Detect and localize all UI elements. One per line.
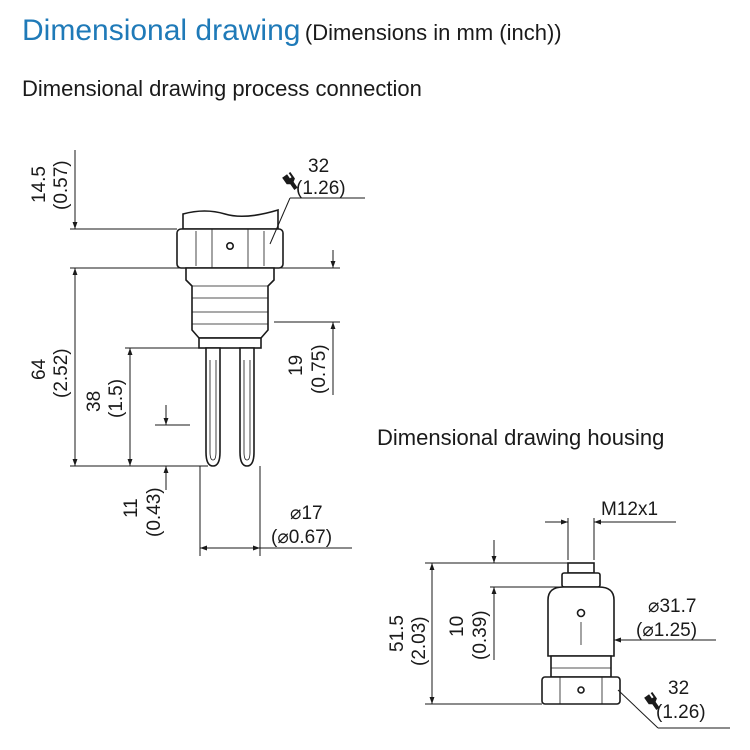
tip-length-mm: 11 — [121, 498, 142, 518]
section-title-housing: Dimensional drawing housing — [377, 425, 665, 450]
fork-length-inch: (1.5) — [106, 379, 127, 418]
wrench-size-inch: (1.26) — [296, 178, 346, 199]
neck-length-inch: (0.75) — [309, 344, 330, 394]
fork-length-mm: 38 — [84, 391, 105, 412]
fork-diameter-inch: (⌀0.67) — [271, 527, 332, 548]
housing-wrench-size-mm: 32 — [668, 678, 689, 699]
fork-tine-right — [239, 347, 255, 467]
page-title: Dimensional drawing (Dimensions in mm (i… — [22, 14, 562, 48]
thread-neck — [185, 267, 275, 339]
wrench-size-mm: 32 — [308, 156, 329, 177]
housing-height-mm: 51.5 — [387, 615, 408, 652]
total-length-inch: (2.52) — [51, 348, 72, 398]
connector-length-mm: 10 — [447, 616, 468, 637]
housing-wrench-size-inch: (1.26) — [656, 702, 706, 723]
wrench-icon-housing — [644, 692, 660, 710]
fork-tine-left — [205, 347, 221, 467]
connector-length-inch: (0.39) — [470, 610, 491, 660]
m12-connector-base — [561, 572, 601, 588]
process-connection-sensor — [176, 208, 284, 467]
extension-lines-process — [70, 228, 340, 556]
fork-diameter-mm: ⌀17 — [290, 503, 323, 524]
housing-body — [547, 586, 615, 657]
fork-base — [198, 337, 262, 349]
housing-diameter-mm: ⌀31.7 — [648, 596, 696, 617]
nut-hole — [226, 242, 235, 251]
housing-diameter-inch: (⌀1.25) — [636, 620, 697, 641]
wrench-leader-process — [269, 197, 291, 245]
total-length-mm: 64 — [29, 358, 50, 380]
wrench-icon — [282, 172, 298, 190]
section-title-process-connection: Dimensional drawing process connection — [22, 76, 422, 101]
housing-height-inch: (2.03) — [409, 616, 430, 666]
thread-length-mm: 14.5 — [29, 166, 50, 203]
housing-sensor — [541, 562, 621, 705]
housing-nut-hole — [577, 686, 585, 694]
title-main: Dimensional drawing — [22, 14, 301, 47]
wrench-leader-housing — [617, 689, 659, 729]
housing-hole — [576, 608, 586, 618]
tip-length-inch: (0.43) — [144, 487, 165, 537]
neck-length-mm: 19 — [286, 355, 307, 376]
housing-break-line — [182, 208, 279, 230]
title-units: (Dimensions in mm (inch)) — [304, 20, 562, 45]
housing-neck — [550, 655, 612, 678]
m12-connector-top — [567, 562, 595, 574]
thread-length-inch: (0.57) — [51, 160, 72, 210]
connector-thread: M12x1 — [601, 499, 658, 520]
